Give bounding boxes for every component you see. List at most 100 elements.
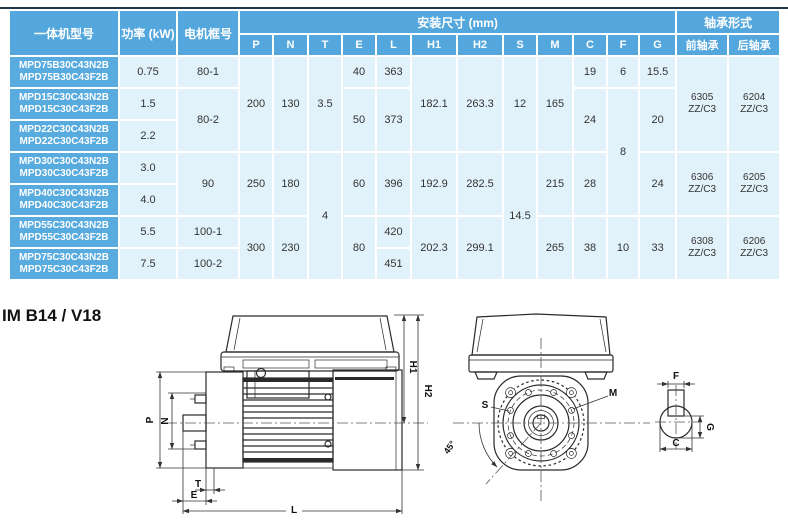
cell-power: 7.5 [120, 249, 176, 279]
dim-label-e: E [191, 490, 198, 501]
header-dim-f: F [608, 35, 638, 55]
header-front-bearing: 前轴承 [677, 35, 728, 55]
cell-power: 2.2 [120, 121, 176, 151]
cell-front-bearing: 6306 ZZ/C3 [677, 153, 728, 215]
dim-label-angle: 45° [442, 439, 458, 456]
cell-p: 250 [240, 153, 272, 215]
cell-l: 396 [377, 153, 410, 215]
cell-front-bearing: 6308 ZZ/C3 [677, 217, 728, 279]
cell-n: 230 [274, 217, 307, 279]
cell-e: 60 [343, 153, 375, 215]
header-dim-g: G [640, 35, 676, 55]
cell-f: 6 [608, 57, 638, 87]
cell-t: 4 [309, 153, 341, 279]
cell-power: 5.5 [120, 217, 176, 247]
cell-power: 1.5 [120, 89, 176, 119]
cell-power: 4.0 [120, 185, 176, 215]
cell-f: 8 [608, 89, 638, 215]
header-model: 一体机型号 [10, 11, 118, 55]
cell-l: 373 [377, 89, 410, 151]
dim-label-n: N [160, 417, 171, 424]
cell-e: 50 [343, 89, 375, 151]
header-dim-h1: H1 [412, 35, 456, 55]
cell-frame: 90 [178, 153, 238, 215]
header-dim-n: N [274, 35, 307, 55]
dim-label-g: G [704, 423, 715, 431]
dim-label-h1: H1 [407, 361, 418, 374]
cell-c: 28 [574, 153, 606, 215]
header-dim-p: P [240, 35, 272, 55]
header-frame: 电机框号 [178, 11, 238, 55]
cell-h1: 182.1 [412, 57, 456, 151]
header-dim-s: S [504, 35, 536, 55]
header-dim-t: T [309, 35, 341, 55]
cell-h1: 202.3 [412, 217, 456, 279]
top-border-line [0, 7, 788, 9]
cell-m: 215 [538, 153, 572, 215]
cell-c: 38 [574, 217, 606, 279]
dim-label-p: P [145, 416, 156, 423]
cell-s: 14.5 [504, 153, 536, 279]
cell-h2: 263.3 [458, 57, 502, 151]
mounting-title: IM B14 / V18 [2, 306, 102, 325]
cell-rear-bearing: 6204 ZZ/C3 [729, 57, 780, 151]
cell-m: 265 [538, 217, 572, 279]
cell-frame: 80-1 [178, 57, 238, 87]
header-rear-bearing: 后轴承 [729, 35, 780, 55]
dim-label-s: S [482, 400, 489, 411]
cell-e: 40 [343, 57, 375, 87]
cell-s: 12 [504, 57, 536, 151]
cell-c: 24 [574, 89, 606, 151]
cell-g: 20 [640, 89, 676, 151]
cell-g: 24 [640, 153, 676, 215]
cell-h2: 282.5 [458, 153, 502, 215]
cell-c: 19 [574, 57, 606, 87]
cell-rear-bearing: 6205 ZZ/C3 [729, 153, 780, 215]
header-power: 功率 (kW) [120, 11, 176, 55]
dim-label-h2: H2 [422, 385, 433, 398]
dim-label-m: M [609, 388, 617, 399]
cell-h1: 192.9 [412, 153, 456, 215]
cell-p: 200 [240, 57, 272, 151]
dim-label-f: F [673, 371, 679, 382]
cell-l: 363 [377, 57, 410, 87]
cell-frame: 100-2 [178, 249, 238, 279]
cell-l: 451 [377, 249, 410, 279]
shaft-section-detail: F G C [655, 371, 715, 452]
cell-t: 3.5 [309, 57, 341, 151]
header-dim-e: E [343, 35, 375, 55]
cell-frame: 80-2 [178, 89, 238, 151]
cell-m: 165 [538, 57, 572, 151]
header-bearing-group: 轴承形式 [677, 11, 780, 33]
cell-rear-bearing: 6206 ZZ/C3 [729, 217, 780, 279]
header-dim-l: L [377, 35, 410, 55]
cell-e: 80 [343, 217, 375, 279]
dim-label-l: L [291, 505, 297, 516]
cell-p: 300 [240, 217, 272, 279]
cell-g: 15.5 [640, 57, 676, 87]
cell-front-bearing: 6305 ZZ/C3 [677, 57, 728, 151]
cell-f: 10 [608, 217, 638, 279]
cell-power: 0.75 [120, 57, 176, 87]
header-dim-h2: H2 [458, 35, 502, 55]
dim-label-c: C [672, 438, 679, 449]
cell-l: 420 [377, 217, 410, 247]
cell-g: 33 [640, 217, 676, 279]
header-dim-m: M [538, 35, 572, 55]
technical-drawings: P N T E [145, 313, 715, 516]
header-dim-c: C [574, 35, 606, 55]
cell-power: 3.0 [120, 153, 176, 183]
